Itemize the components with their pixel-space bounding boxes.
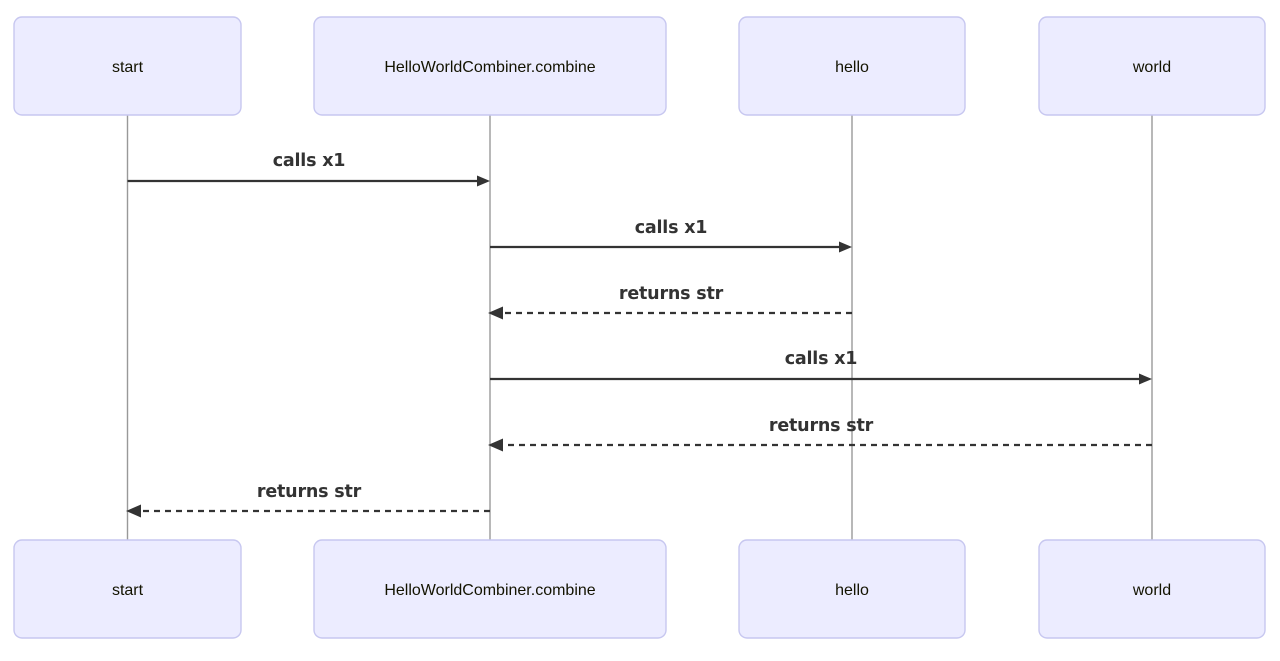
participant-box[interactable]	[1038, 539, 1266, 639]
arrowhead-right-icon	[839, 241, 852, 253]
participant-top-start[interactable]: start	[13, 16, 242, 116]
message-label: calls x1	[635, 218, 708, 238]
message-1[interactable]: calls x1	[127, 151, 491, 187]
participant-label: hello	[835, 582, 869, 599]
message-3[interactable]: returns str	[488, 284, 852, 320]
arrowhead-left-icon	[488, 438, 503, 452]
participant-top-world[interactable]: world	[1038, 16, 1266, 116]
participant-box[interactable]	[13, 539, 242, 639]
participant-top-combiner[interactable]: HelloWorldCombiner.combine	[313, 16, 667, 116]
participant-box[interactable]	[738, 16, 966, 116]
message-label: calls x1	[273, 151, 346, 171]
participant-label: start	[112, 582, 144, 599]
arrowhead-right-icon	[1139, 373, 1152, 385]
participant-bottom-combiner[interactable]: HelloWorldCombiner.combine	[313, 539, 667, 639]
participant-label: world	[1132, 582, 1171, 599]
participant-box[interactable]	[313, 539, 667, 639]
participant-bottom-start[interactable]: start	[13, 539, 242, 639]
participant-label: HelloWorldCombiner.combine	[384, 582, 595, 599]
lifelines-group	[126, 115, 1153, 540]
participants-bottom: start HelloWorldCombiner.combine hello w…	[13, 539, 1266, 639]
message-6[interactable]: returns str	[126, 482, 490, 518]
message-label: returns str	[769, 416, 874, 436]
participant-box[interactable]	[13, 16, 242, 116]
message-label: calls x1	[785, 349, 858, 369]
participant-bottom-hello[interactable]: hello	[738, 539, 966, 639]
message-5[interactable]: returns str	[488, 416, 1152, 452]
arrowhead-left-icon	[126, 504, 141, 518]
message-label: returns str	[619, 284, 724, 304]
arrowhead-left-icon	[488, 306, 503, 320]
participant-bottom-world[interactable]: world	[1038, 539, 1266, 639]
participant-label: HelloWorldCombiner.combine	[384, 59, 595, 76]
participant-label: hello	[835, 59, 869, 76]
message-4[interactable]: calls x1	[490, 349, 1152, 385]
participant-box[interactable]	[738, 539, 966, 639]
participants-top: start HelloWorldCombiner.combine hello w…	[13, 16, 1266, 116]
message-label: returns str	[257, 482, 362, 502]
participant-label: world	[1132, 59, 1171, 76]
participant-box[interactable]	[1038, 16, 1266, 116]
participant-label: start	[112, 59, 144, 76]
participant-box[interactable]	[313, 16, 667, 116]
participant-top-hello[interactable]: hello	[738, 16, 966, 116]
message-2[interactable]: calls x1	[490, 218, 852, 253]
arrowhead-right-icon	[477, 175, 490, 187]
